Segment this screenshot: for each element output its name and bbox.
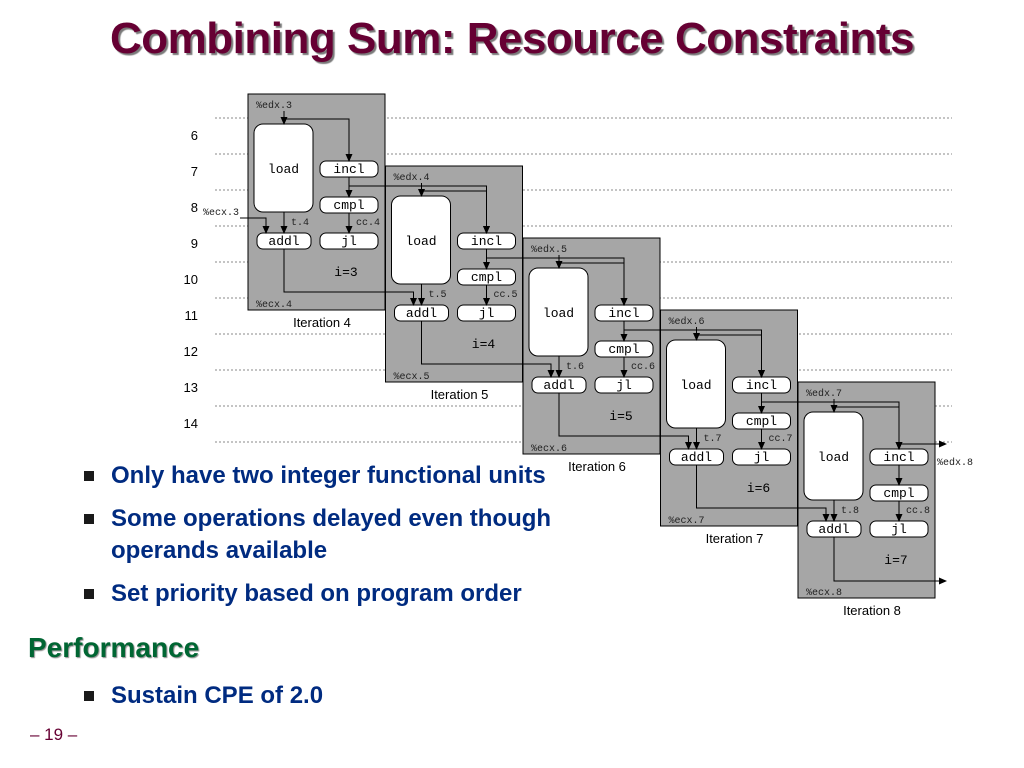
cycle-label: 11 <box>185 308 199 323</box>
jl-op-label: jl <box>616 378 632 393</box>
bullet-item: Sustain CPE of 2.0 <box>82 680 662 712</box>
ecx-out-label: %ecx.5 <box>394 372 430 383</box>
load-op-label: load <box>818 450 849 465</box>
addl-op-label: addl <box>268 234 299 249</box>
dataflow-line <box>283 249 417 306</box>
dataflow-line <box>833 537 947 585</box>
incl-op-label: incl <box>333 162 364 177</box>
caption-background <box>551 460 643 475</box>
dataflow-line <box>696 465 830 522</box>
dataflow-line <box>761 393 903 450</box>
caption-background <box>688 532 781 547</box>
dataflow-line <box>558 393 692 450</box>
edx-in-label: %edx.5 <box>531 244 567 256</box>
iteration-caption: Iteration 6 <box>568 459 626 474</box>
iteration-caption: Iteration 4 <box>293 315 351 330</box>
iteration-6: load incl cmpl jl addl %edx.5 t.6 cc.6 i=5 %ecx.6… <box>522 237 661 475</box>
load-op-label: load <box>680 378 711 393</box>
incl-op-label: incl <box>608 306 639 321</box>
cmpl-op-label: cmpl <box>608 342 639 357</box>
subheading: Performance <box>28 632 200 663</box>
t-label: t.6 <box>566 362 584 373</box>
inter-iteration-edges <box>283 177 903 522</box>
ecx-out-label: %ecx.6 <box>531 444 567 455</box>
cycle-label: 6 <box>191 128 198 143</box>
addl-op-label: addl <box>406 306 437 321</box>
cc-label: cc.4 <box>356 218 380 229</box>
bullet-item: Only have two integer functional units <box>82 460 662 492</box>
cmpl-op-label: cmpl <box>333 198 364 213</box>
ecx-in-label: %ecx.3 <box>203 208 239 219</box>
jl-op-label: jl <box>479 306 495 321</box>
ecx-out-label: %ecx.7 <box>669 516 705 527</box>
edx-in-label: %edx.7 <box>806 388 842 400</box>
caption-background <box>826 604 918 619</box>
loop-counter-label: i=7 <box>884 553 907 568</box>
load-op-label: load <box>405 234 436 249</box>
t-label: t.5 <box>429 290 447 301</box>
load-op-label: load <box>268 162 299 177</box>
loop-counter-label: i=4 <box>472 337 496 352</box>
incl-op-label: incl <box>746 378 777 393</box>
load-op-label: load <box>543 306 574 321</box>
iteration-4: load incl cmpl jl addl %edx.3 t.4 cc.4 i=3 %ecx.4… <box>203 93 386 331</box>
t-label: t.8 <box>841 506 859 517</box>
slide-title: Combining Sum: Resource Constraints <box>110 14 914 63</box>
cycle-label: 12 <box>184 344 198 359</box>
caption-background <box>276 316 368 331</box>
jl-op-label: jl <box>891 522 907 537</box>
incl-op-label: incl <box>883 450 914 465</box>
bullet-item: Set priority based on program order <box>82 578 662 610</box>
loop-counter-label: i=6 <box>747 481 770 496</box>
dataflow-line <box>240 217 270 234</box>
cc-label: cc.5 <box>494 290 518 301</box>
cc-label: cc.7 <box>769 434 793 445</box>
cycle-label: 10 <box>184 272 198 287</box>
dataflow-line <box>623 321 765 378</box>
jl-op-label: jl <box>754 450 770 465</box>
ecx-out-label: %ecx.4 <box>256 300 292 311</box>
loop-counter-label: i=3 <box>334 265 357 280</box>
dataflow-line <box>486 249 628 306</box>
bullet-list: Only have two integer functional units S… <box>82 460 662 621</box>
caption-background <box>413 388 506 403</box>
edx-out-label: %edx.8 <box>937 457 973 469</box>
cmpl-op-label: cmpl <box>471 270 502 285</box>
sub-bullet-list: Sustain CPE of 2.0 <box>82 680 662 723</box>
ecx-out-label: %ecx.8 <box>806 588 842 599</box>
cycle-label: 8 <box>191 200 198 215</box>
page-number: – 19 – <box>30 725 78 744</box>
t-label: t.7 <box>704 434 722 445</box>
edx-in-label: %edx.3 <box>256 100 292 112</box>
edx-in-label: %edx.6 <box>669 316 705 328</box>
cycle-label: 9 <box>191 236 198 251</box>
cycle-label: 14 <box>184 416 198 431</box>
edx-in-label: %edx.4 <box>394 172 430 184</box>
cycle-label: 13 <box>184 380 198 395</box>
cycle-label: 7 <box>191 164 198 179</box>
t-label: t.4 <box>291 218 309 229</box>
iteration-5: load incl cmpl jl addl %edx.4 t.5 cc.5 i=4 %ecx.5… <box>385 165 523 403</box>
iteration-caption: Iteration 7 <box>706 531 764 546</box>
iteration-caption: Iteration 8 <box>843 603 901 618</box>
cc-label: cc.6 <box>631 362 655 373</box>
dataflow-line <box>284 118 353 162</box>
cmpl-op-label: cmpl <box>883 486 914 501</box>
iteration-8: load incl cmpl jl addl %edx.7 t.8 cc.8 i=7 %ecx.8… <box>797 381 973 619</box>
iteration-7: load incl cmpl jl addl %edx.6 t.7 cc.7 i=6 %ecx.7… <box>660 309 798 547</box>
dataflow-line <box>348 177 490 234</box>
jl-op-label: jl <box>341 234 357 249</box>
cc-label: cc.8 <box>906 506 930 517</box>
dataflow-line <box>421 321 555 378</box>
iteration-caption: Iteration 5 <box>431 387 489 402</box>
addl-op-label: addl <box>543 378 574 393</box>
cmpl-op-label: cmpl <box>746 414 777 429</box>
addl-op-label: addl <box>818 522 849 537</box>
bullet-item: Some operations delayed even though oper… <box>82 503 662 567</box>
addl-op-label: addl <box>681 450 712 465</box>
incl-op-label: incl <box>471 234 502 249</box>
loop-counter-label: i=5 <box>609 409 632 424</box>
